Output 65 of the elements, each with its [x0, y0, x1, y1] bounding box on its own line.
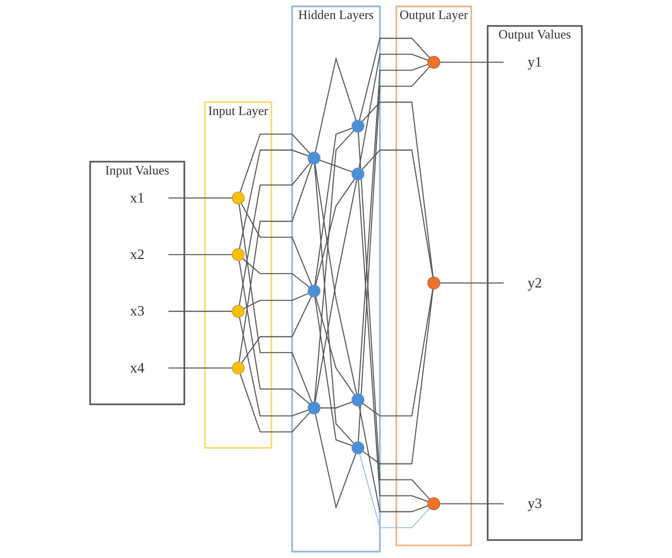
connector: [359, 453, 430, 528]
connector: [168, 197, 232, 198]
node-circle: [427, 497, 440, 510]
node-circle: [232, 362, 245, 374]
connector: [362, 288, 434, 464]
connector: [362, 150, 434, 278]
node-circle: [232, 192, 245, 204]
cluster: Output Layer: [396, 6, 472, 546]
connector: [314, 164, 354, 444]
connector: [314, 128, 352, 286]
connector: [358, 66, 430, 442]
connector: [238, 317, 309, 416]
connector: [320, 402, 352, 408]
connector: [241, 296, 312, 364]
connector: [314, 56, 357, 152]
node-circle: [427, 276, 440, 290]
connector: [440, 503, 504, 504]
connector: [358, 180, 428, 502]
connector: [315, 296, 355, 396]
connector: [243, 292, 309, 310]
connector: [440, 282, 504, 284]
connector: [168, 254, 232, 256]
node-text: x2: [130, 246, 144, 262]
node-circle: [232, 304, 245, 318]
connector: [358, 132, 430, 500]
node-circle: [352, 168, 364, 180]
connector: [362, 102, 434, 278]
node-text: y3: [528, 495, 542, 512]
node-circle: [308, 152, 320, 164]
connector: [320, 160, 352, 172]
connector: [242, 258, 310, 288]
connector: [238, 204, 312, 403]
node-circle: [352, 394, 364, 406]
node-circle: [308, 402, 320, 414]
connector: [238, 260, 310, 404]
connector: [240, 134, 310, 192]
node-circle: [232, 248, 245, 262]
connector: [358, 38, 430, 120]
cluster: Input Layer: [204, 101, 272, 449]
node-text: x1: [130, 190, 144, 206]
cluster: Hidden Layers: [291, 6, 381, 552]
node-circle: [427, 56, 440, 69]
connector: [240, 202, 312, 286]
connector: [168, 310, 232, 312]
node-circle: [352, 120, 364, 133]
connector: [240, 374, 310, 432]
connector: [358, 54, 428, 168]
node-circle: [352, 441, 364, 454]
node-text: y1: [528, 54, 542, 70]
connector: [314, 296, 352, 446]
connector: [238, 150, 309, 249]
connector: [238, 162, 311, 306]
connector: [358, 64, 428, 394]
connector: [362, 288, 434, 416]
node-text: x3: [130, 302, 144, 319]
node-text: x4: [130, 360, 144, 376]
connector: [314, 130, 354, 402]
node-text: y2: [528, 274, 542, 291]
connector: [168, 368, 232, 369]
node-circle: [308, 284, 320, 298]
connector: [314, 414, 356, 510]
connector: [358, 406, 428, 512]
connector: [238, 164, 313, 362]
connector: [440, 62, 504, 63]
connector: [315, 178, 355, 286]
